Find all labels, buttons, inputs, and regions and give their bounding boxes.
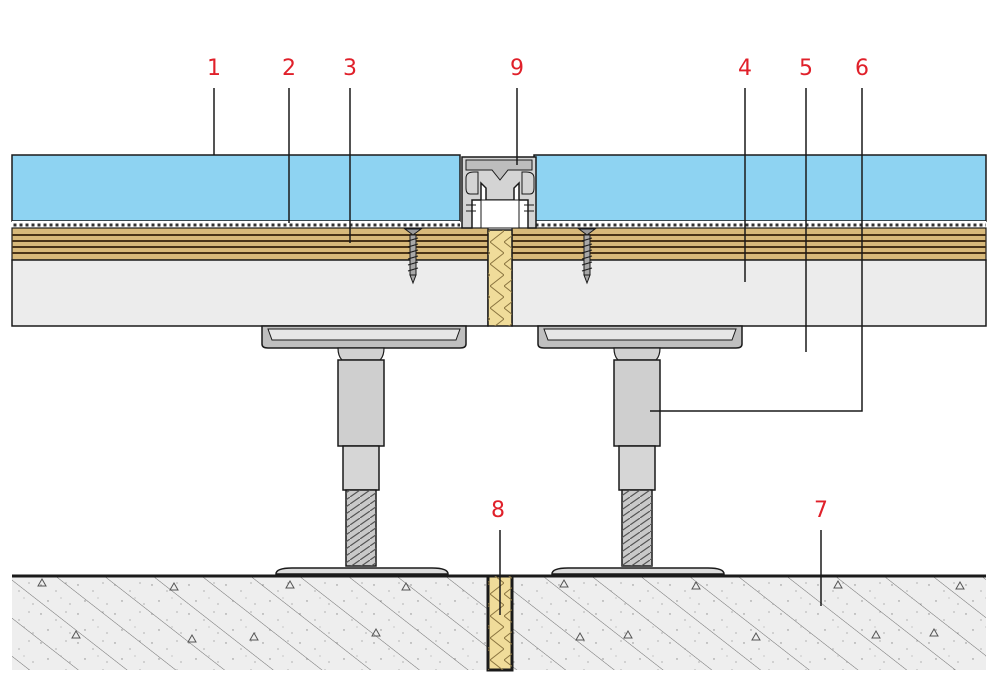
callout-7: 7	[814, 498, 828, 523]
aggregate-marks	[37, 577, 965, 643]
pedestal-base-right	[551, 567, 725, 575]
expansion-joint-profile	[461, 156, 537, 229]
membrane-dots-left	[12, 221, 460, 228]
pedestal-right	[537, 325, 743, 575]
concrete-slab-left	[12, 576, 488, 670]
callout-1: 1	[207, 56, 221, 81]
callout-9: 9	[510, 56, 524, 81]
floor-panel-left	[11, 154, 489, 327]
membrane-dots-right	[534, 221, 986, 228]
joint-insulation-strip	[487, 229, 513, 327]
leader-lines	[213, 88, 863, 615]
floor-panel-right	[511, 154, 987, 327]
panel-core-left	[11, 259, 489, 327]
screw-left	[403, 228, 423, 285]
wood-grain-right	[512, 234, 986, 254]
floor-covering-right	[533, 154, 987, 222]
pedestal-left	[261, 325, 467, 575]
wood-panel-right	[511, 227, 987, 261]
leader-6	[650, 88, 863, 412]
screw-right	[577, 228, 597, 285]
callout-labels: 1 2 3 9 4 5 6 8 7	[207, 56, 869, 523]
callout-3: 3	[343, 56, 357, 81]
concrete-slab-right	[512, 576, 986, 670]
callout-2: 2	[282, 56, 296, 81]
callout-8: 8	[491, 498, 505, 523]
panel-core-right	[511, 259, 987, 327]
callout-6: 6	[855, 56, 869, 81]
callout-4: 4	[738, 56, 752, 81]
floor-covering-left	[11, 154, 461, 222]
pedestal-base-left	[275, 567, 449, 575]
callout-5: 5	[799, 56, 813, 81]
